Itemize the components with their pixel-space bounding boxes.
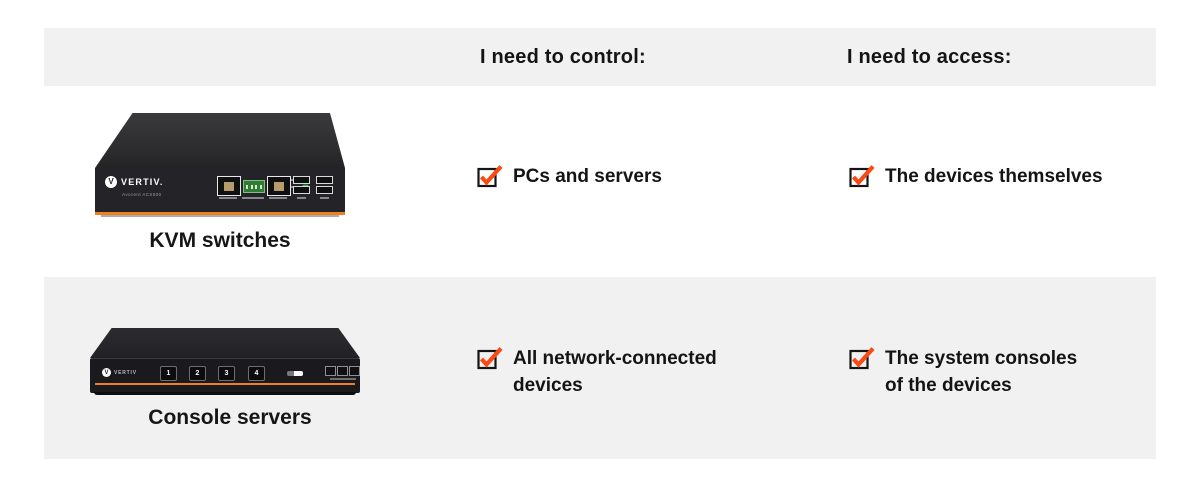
vertiv-logo: V VERTIV. [105,176,164,188]
rear-port-icon [349,366,360,376]
console-server-top-panel [90,328,360,358]
check-item-text: All network-connected [513,348,717,369]
console-control-item: All network-connected devices [477,345,717,399]
port-label-mark [330,378,356,380]
ethernet-port-icon [217,176,241,196]
vertiv-brand-text: VERTIV [114,369,137,376]
kvm-model-text: Avocent ACS800 [122,192,162,197]
channel-button-2: 2 [189,366,206,381]
port-label-mark [269,197,287,199]
indicator-icon [287,371,303,376]
vertiv-logo: V VERTIV [102,368,137,377]
rear-port-icon [325,366,336,376]
ethernet-port-icon [267,176,291,196]
port-label-mark [219,197,237,199]
vertiv-logo-icon: V [105,176,117,188]
console-server-product-image: V VERTIV 1 2 3 4 [90,328,360,395]
checked-checkbox-icon [477,347,503,370]
check-item-text: of the devices [885,375,1012,396]
vertiv-brand-text: VERTIV. [121,177,164,187]
kvm-switch-product-image: V VERTIV. Avocent ACS800 [95,113,345,217]
usb-ports-icon [293,176,310,194]
port-label-mark [242,197,264,199]
vertiv-logo-icon: V [102,368,111,377]
port-label-mark [320,197,329,199]
check-item-text: devices [513,375,583,396]
console-access-item: The system consoles of the devices [849,345,1077,399]
kvm-switch-top-panel [95,113,345,168]
checked-checkbox-icon [849,347,875,370]
kvm-control-item: PCs and servers [477,163,662,190]
check-item-text: The devices themselves [885,166,1103,187]
channel-button-3: 3 [218,366,235,381]
port-label-mark [297,197,306,199]
channel-button-1: 1 [160,366,177,381]
checked-checkbox-icon [477,165,503,188]
terminal-block-icon [243,180,265,193]
console-servers-label: Console servers [148,406,312,429]
orange-accent-stripe [95,383,355,385]
kvm-switch-front-panel: V VERTIV. Avocent ACS800 [95,168,345,215]
console-server-base [94,392,356,395]
rear-port-icon [337,366,348,376]
kvm-access-item: The devices themselves [849,163,1103,190]
checked-checkbox-icon [849,165,875,188]
check-item-text: The system consoles [885,348,1078,369]
kvm-switch-base-shadow [101,215,339,217]
column-header-control: I need to control: [480,46,646,68]
channel-button-4: 4 [248,366,265,381]
column-header-access: I need to access: [847,46,1012,68]
check-item-text: PCs and servers [513,166,662,187]
kvm-switches-label: KVM switches [149,229,291,252]
header-band [44,28,1156,86]
console-server-front-panel: V VERTIV 1 2 3 4 [90,358,360,393]
usb-ports-icon [316,176,333,194]
